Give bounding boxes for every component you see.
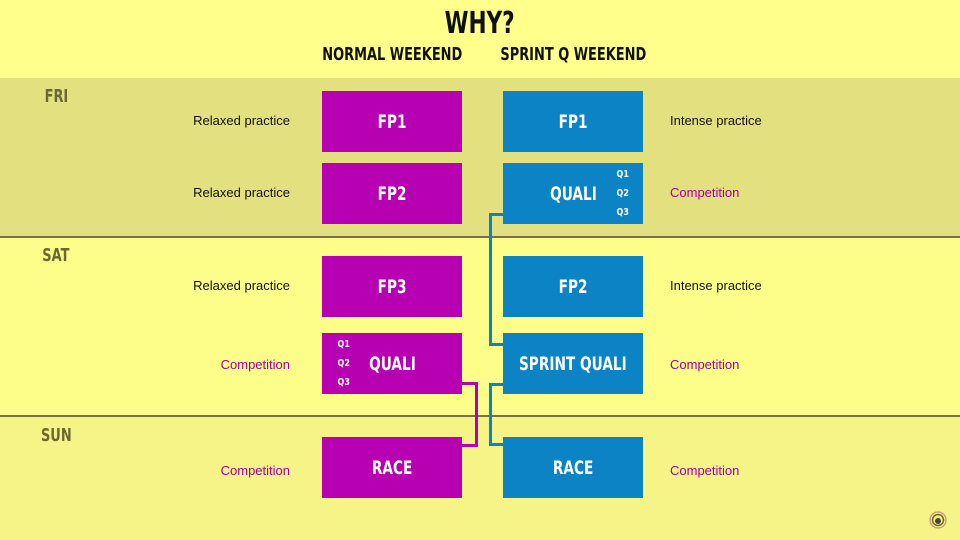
connector-sprint-quali-to-race bbox=[489, 383, 505, 446]
normal-fp2-desc: Relaxed practice bbox=[193, 185, 290, 200]
sprint-fp2-box: FP2 bbox=[503, 256, 643, 317]
sprint-race-desc: Competition bbox=[670, 463, 740, 478]
sprint-quali-desc: Competition bbox=[670, 185, 740, 200]
normal-quali-desc: Competition bbox=[220, 357, 290, 372]
page-title: WHY? bbox=[0, 6, 960, 41]
session-label: QUALI bbox=[368, 352, 416, 375]
day-label: FRI bbox=[44, 86, 68, 107]
normal-weekend-heading: NORMAL WEEKEND bbox=[282, 44, 502, 65]
sunday-band bbox=[0, 416, 960, 540]
normal-fp1-box: FP1 bbox=[322, 91, 462, 152]
saturday-band bbox=[0, 237, 960, 416]
day-label: SUN bbox=[40, 425, 72, 446]
session-label: FP1 bbox=[558, 110, 588, 133]
q1-label: Q1 bbox=[616, 169, 629, 180]
quali-sessions: Q1 Q2 Q3 bbox=[338, 335, 350, 392]
day-label: SAT bbox=[42, 245, 70, 266]
normal-race-box: RACE bbox=[322, 437, 462, 498]
connector-normal-quali-to-race bbox=[460, 382, 478, 447]
session-label: FP1 bbox=[377, 110, 407, 133]
normal-fp1-desc: Relaxed practice bbox=[193, 113, 290, 128]
day-sunday: SUN bbox=[28, 425, 84, 446]
sprint-heading-text: SPRINT Q WEEKEND bbox=[500, 44, 646, 65]
session-label: QUALI bbox=[549, 182, 597, 205]
divider-fri-sat bbox=[0, 236, 960, 238]
sprint-race-box: RACE bbox=[503, 437, 643, 498]
normal-fp3-box: FP3 bbox=[322, 256, 462, 317]
q1-label: Q1 bbox=[337, 339, 350, 350]
day-saturday: SAT bbox=[28, 245, 84, 266]
sprint-weekend-heading: SPRINT Q WEEKEND bbox=[463, 44, 683, 65]
session-label: FP2 bbox=[377, 182, 407, 205]
divider-sat-sun bbox=[0, 415, 960, 417]
sprint-sprint-quali-desc: Competition bbox=[670, 357, 740, 372]
normal-heading-text: NORMAL WEEKEND bbox=[321, 44, 463, 65]
sprint-fp1-box: FP1 bbox=[503, 91, 643, 152]
day-friday: FRI bbox=[28, 86, 84, 107]
session-label: SPRINT QUALI bbox=[519, 352, 627, 375]
sprint-quali-box: QUALI Q1 Q2 Q3 bbox=[503, 163, 643, 224]
friday-band bbox=[0, 78, 960, 237]
normal-fp2-box: FP2 bbox=[322, 163, 462, 224]
q3-label: Q3 bbox=[337, 377, 350, 388]
connector-sprint-quali-to-sprint-quali bbox=[489, 213, 505, 346]
q2-label: Q2 bbox=[337, 358, 350, 369]
sprint-sprint-quali-box: SPRINT QUALI bbox=[503, 333, 643, 394]
title-text: WHY? bbox=[444, 6, 516, 41]
sprint-fp1-desc: Intense practice bbox=[670, 113, 762, 128]
normal-fp3-desc: Relaxed practice bbox=[193, 278, 290, 293]
normal-quali-box: QUALI Q1 Q2 Q3 bbox=[322, 333, 462, 394]
q2-label: Q2 bbox=[616, 188, 629, 199]
sprint-fp2-desc: Intense practice bbox=[670, 278, 762, 293]
session-label: FP2 bbox=[558, 275, 588, 298]
normal-race-desc: Competition bbox=[220, 463, 290, 478]
logo-icon bbox=[929, 511, 947, 529]
session-label: RACE bbox=[371, 456, 413, 479]
q3-label: Q3 bbox=[616, 207, 629, 218]
session-label: FP3 bbox=[377, 275, 407, 298]
quali-sessions: Q1 Q2 Q3 bbox=[617, 165, 629, 222]
session-label: RACE bbox=[552, 456, 594, 479]
